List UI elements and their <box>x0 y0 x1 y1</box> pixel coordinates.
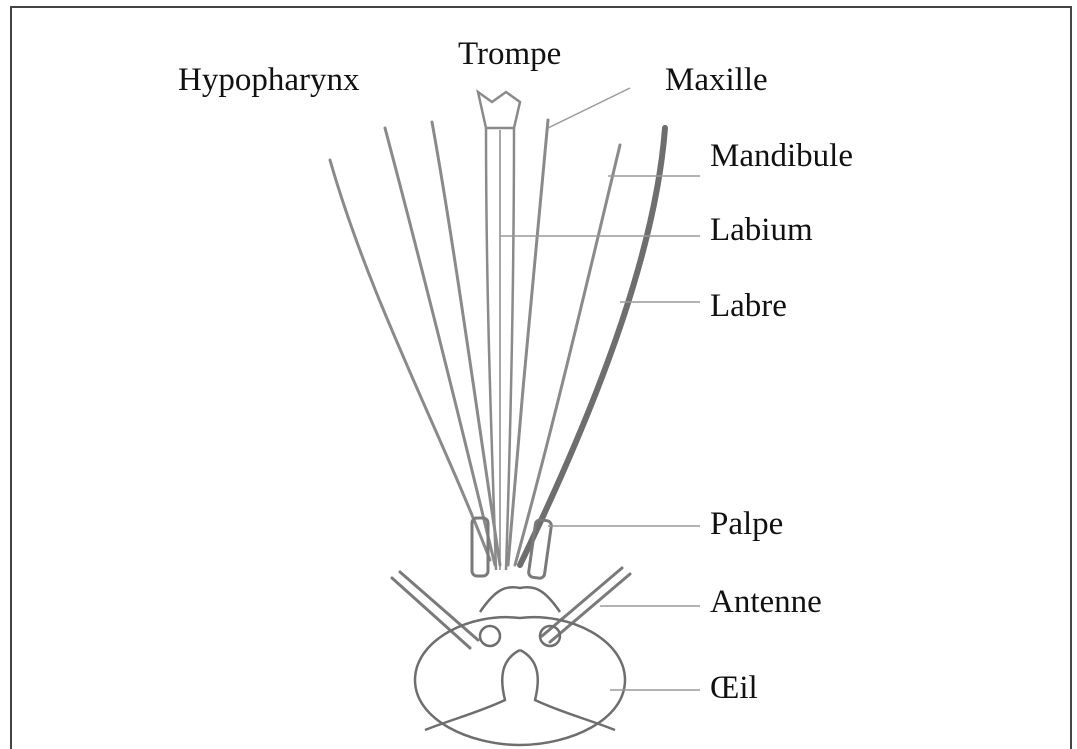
oeil-divider-2 <box>520 650 615 730</box>
label-hypopharynx: Hypopharynx <box>178 64 359 97</box>
label-oeil: Œil <box>710 672 758 705</box>
label-mandibule: Mandibule <box>710 140 853 173</box>
label-antenne: Antenne <box>710 586 822 619</box>
antenne-socket-left <box>480 626 500 646</box>
clypeus <box>480 587 560 612</box>
label-labre: Labre <box>710 290 787 323</box>
label-labium: Labium <box>710 214 813 247</box>
antenne-left <box>392 578 470 648</box>
oeil-capsule <box>415 617 625 745</box>
stylet-hypopharynx-2 <box>385 128 495 565</box>
oeil-divider <box>425 650 520 730</box>
trompe-tip <box>478 92 520 128</box>
label-maxille: Maxille <box>665 64 768 97</box>
label-palpe: Palpe <box>710 508 783 541</box>
leader-maxille <box>548 88 630 128</box>
stylet-right-2 <box>515 145 620 565</box>
antenne-left-2 <box>400 572 478 640</box>
label-trompe: Trompe <box>458 38 561 71</box>
